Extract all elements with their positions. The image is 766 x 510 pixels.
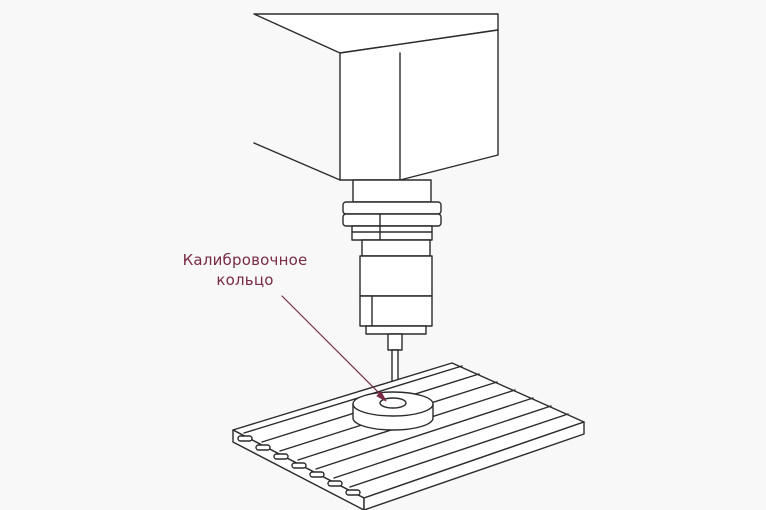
spindle-nose	[352, 179, 432, 203]
calibration-ring	[352, 391, 434, 431]
probe-body	[359, 239, 433, 335]
label-line-2: кольцо	[216, 271, 274, 289]
calibration-ring-label: Калибровочное кольцо	[160, 250, 330, 290]
tool-holder-flange	[342, 201, 442, 241]
spindle-head	[253, 13, 499, 181]
callout-arrowhead	[376, 391, 387, 402]
label-line-1: Калибровочное	[182, 251, 308, 269]
callout-leader-line	[281, 295, 385, 399]
work-table	[232, 362, 585, 510]
